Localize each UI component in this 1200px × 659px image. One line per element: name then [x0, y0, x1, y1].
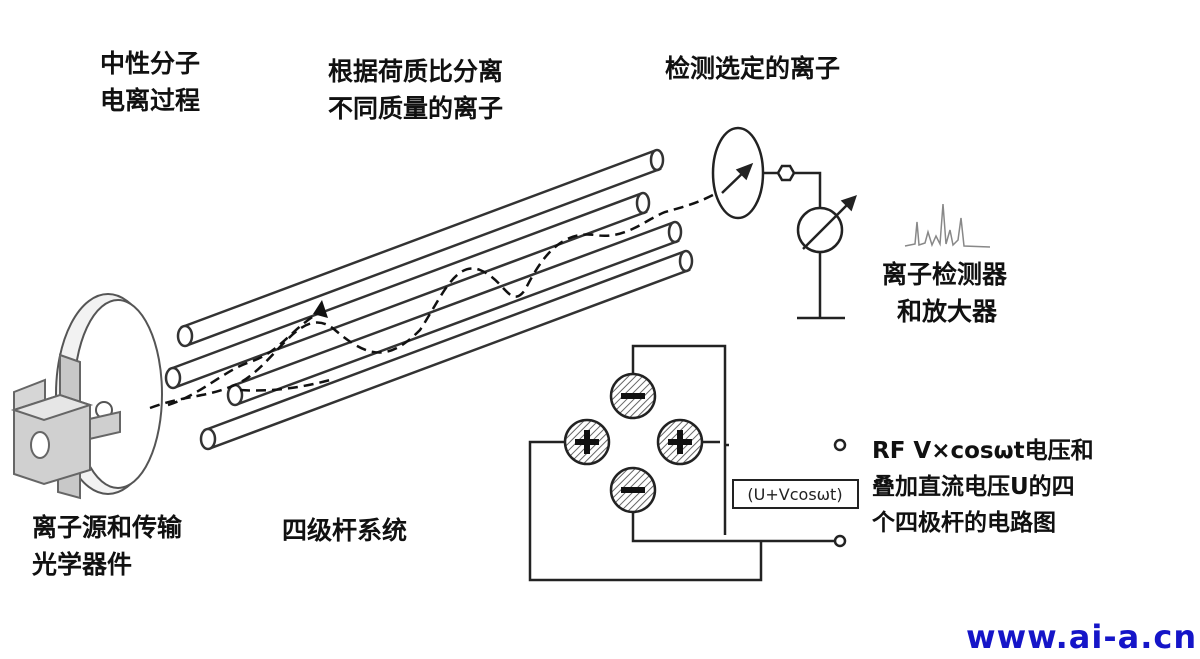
- label-circuit-description: RF V×cosωt电压和叠加直流电压U的四个四极杆的电路图: [872, 438, 1094, 536]
- label-ionization: 中性分子电离过程: [100, 49, 201, 115]
- rod-middle-lower: [226, 220, 683, 407]
- spectrum-icon: [904, 203, 991, 248]
- ion-trajectories: [149, 176, 743, 410]
- electrode-top-negative: [609, 372, 657, 420]
- watermark: www.ai-a.cn: [966, 618, 1198, 656]
- voltage-box: (U+Vcosωt): [732, 479, 859, 509]
- stable-ion-path: [149, 176, 743, 410]
- rod-top: [176, 148, 665, 348]
- unstable-ion-path: [167, 310, 321, 407]
- label-detect-selected: 检测选定的离子: [665, 54, 841, 83]
- circuit-diagram: [528, 344, 847, 582]
- rod-middle-upper: [164, 191, 651, 390]
- ion-source: [10, 293, 163, 500]
- rod-electrodes: [563, 372, 704, 514]
- voltage-box-label: (U+Vcosωt): [747, 485, 842, 504]
- ion-detector: [711, 126, 857, 320]
- electrode-right-positive: [656, 418, 704, 466]
- electrode-left-positive: [563, 418, 611, 466]
- label-source-optics: 离子源和传输光学器件: [32, 513, 183, 579]
- rod-bottom: [199, 249, 694, 451]
- label-separation: 根据荷质比分离不同质量的离子: [328, 57, 504, 123]
- unstable-ion-path-2: [239, 378, 331, 392]
- arrowhead-unstable: [313, 300, 328, 318]
- quadrupole-rods: [164, 148, 694, 451]
- label-quadrupole-system: 四级杆系统: [282, 516, 408, 545]
- electrode-bottom-negative: [609, 466, 657, 514]
- label-detector-amplifier: 离子检测器和放大器: [882, 260, 1008, 326]
